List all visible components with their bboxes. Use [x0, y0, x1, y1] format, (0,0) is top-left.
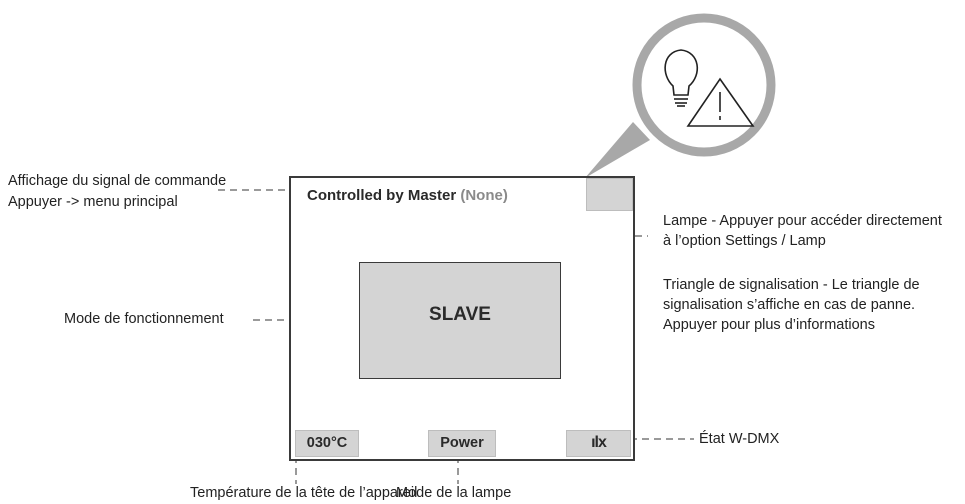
control-signal-display[interactable]: Controlled by Master (None) [307, 186, 508, 205]
wdmx-button[interactable]: ılx [566, 430, 631, 457]
lamp-mode-label: Mode de la lampe [396, 485, 512, 501]
header-status: (None) [460, 187, 508, 204]
power-value: Power [440, 435, 484, 451]
warning-triangle-icon [686, 77, 755, 127]
operating-mode-button[interactable]: SLAVE [359, 262, 561, 379]
temperature-value: 030°C [306, 435, 348, 451]
device-screen: Controlled by Master (None) SLAVE 030°C … [289, 176, 635, 461]
warning-label-line3: Appuyer pour plus d’informations [663, 317, 875, 333]
lamp-mode-button[interactable]: Power [428, 430, 496, 457]
head-temperature-label: Température de la tête de l’appareil [190, 485, 418, 501]
temperature-button[interactable]: 030°C [295, 430, 359, 457]
lamp-label: Lampe - Appuyer pour accéder directement [663, 213, 942, 229]
header-text: Controlled by Master [307, 187, 457, 204]
warning-label-line2: signalisation s’affiche en cas de panne. [663, 297, 916, 313]
control-signal-sublabel: Appuyer -> menu principal [8, 194, 178, 210]
operating-mode-label: Mode de fonctionnement [64, 311, 224, 327]
control-signal-label: Affichage du signal de commande [8, 173, 227, 189]
wdmx-state-label: État W-DMX [699, 431, 780, 447]
lamp-sublabel: à l’option Settings / Lamp [663, 233, 826, 249]
signal-bars-icon: ılx [591, 434, 607, 451]
warning-label-line1: Triangle de signalisation - Le triangle … [663, 277, 920, 293]
lightbulb-icon [664, 49, 698, 107]
magnifier-callout [585, 13, 776, 178]
mode-value: SLAVE [429, 304, 491, 325]
lamp-status-button[interactable] [586, 178, 633, 211]
